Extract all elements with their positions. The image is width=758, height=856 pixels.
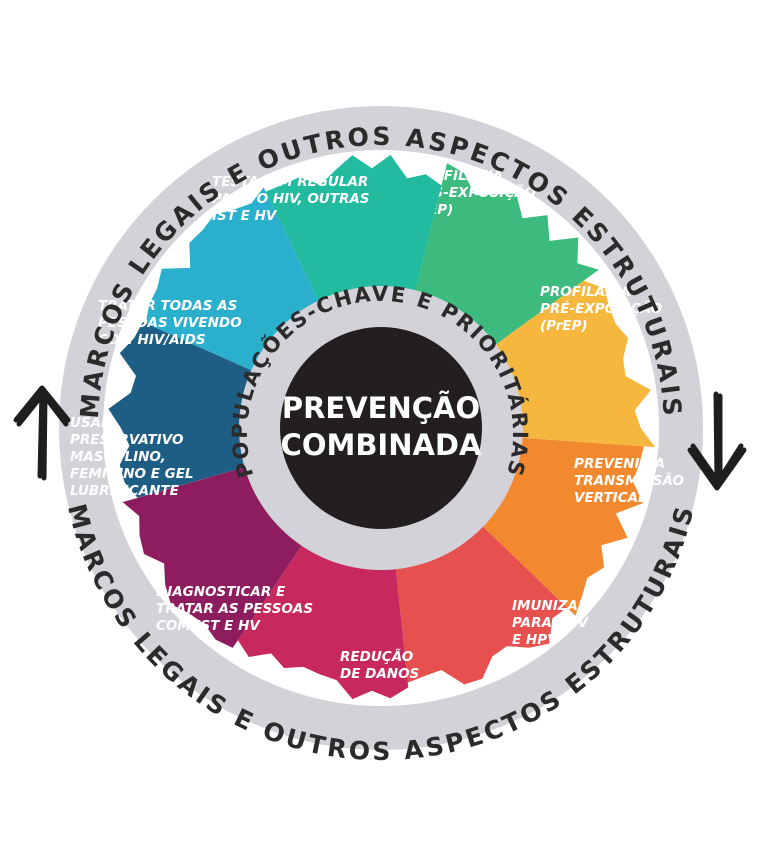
segment-pep (413, 163, 599, 349)
segments-group: PROFILAXIAPÓS-EXPOSIÇÃO(PEP)PROFILAXIAPR… (70, 154, 684, 700)
segment-label-line: MASCULINO, (70, 449, 166, 465)
segment-label-line: PÓS-EXPOSIÇÃO (412, 183, 536, 201)
segment-label-line: E HPV (512, 632, 559, 648)
outer-ring (59, 106, 703, 750)
segment-label-line: USAR (70, 415, 112, 431)
center-title-line1: PREVENÇÃO (282, 391, 480, 425)
segment-vertical (478, 437, 644, 616)
arrow-left-up-icon (13, 385, 71, 481)
segment-label-line: VERTICAL (574, 490, 647, 506)
segment-label-line: DE DANOS (340, 666, 419, 682)
segment-label-line: PESSOAS VIVENDO (98, 315, 242, 331)
segment-diagnosticar (122, 465, 306, 648)
segment-label-line: LUBRIFICANTE (70, 483, 180, 499)
arrow-right-down-icon (687, 391, 747, 491)
segment-label-line: REDUÇÃO (340, 648, 413, 665)
segment-label-line: DIAGNOSTICAR E (156, 584, 286, 600)
segment-label-line: PARA O HIV, OUTRAS (212, 191, 370, 207)
segment-label-line: PARA HBV (512, 615, 590, 631)
segment-label-line: COM IST E HV (156, 618, 261, 634)
segment-label-line: PROFILAXIA (540, 284, 631, 300)
segment-preservativo (108, 322, 258, 498)
segment-label-line: PRÉ-EXPOSIÇÃO (540, 300, 662, 317)
segment-label-line: PRESERVATIVO (70, 432, 183, 448)
segment-label-line: PROFILAXIA (412, 168, 503, 184)
center-title-line2: COMBINADA (281, 428, 482, 462)
segment-label-line: IST E HV (212, 208, 278, 224)
segment-imunizar (395, 521, 568, 685)
segment-danos (237, 539, 409, 700)
segment-label-line: COM HIV/AIDS (98, 332, 206, 348)
segment-label-line: TRATAR TODAS AS (98, 298, 237, 314)
segment-tratar (145, 187, 322, 374)
segment-label-line: FEMININO E GEL (70, 466, 194, 482)
segment-label-line: TRATAR AS PESSOAS (156, 601, 313, 617)
segment-label-line: PREVENIR A (574, 456, 665, 472)
center-circle (280, 327, 482, 529)
segment-label-line: TESTAGEM REGULAR (212, 174, 368, 190)
segment-prep (490, 280, 656, 448)
segment-label-line: IMUNIZAR (512, 598, 588, 614)
segment-label-line: TRANSMISSÃO (574, 472, 684, 489)
segment-label-line: (PrEP) (540, 318, 588, 334)
segment-testagem (265, 154, 442, 307)
